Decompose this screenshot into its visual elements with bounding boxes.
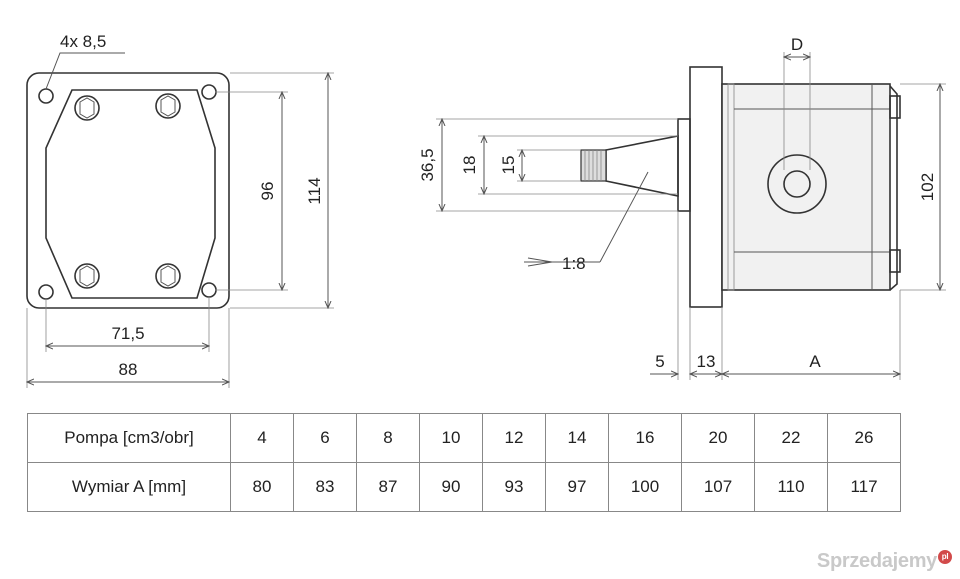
row-header-wymiar: Wymiar A [mm] [27,462,231,512]
dim-18-label: 18 [460,156,479,175]
table-cell: 4 [230,413,294,463]
side-flange [689,66,723,308]
pump-body-outline [45,89,216,299]
technical-drawing: 4x 8,5 96 114 71,5 88 [0,32,946,388]
watermark-badge: pl [938,550,952,564]
table-cell: 20 [681,413,755,463]
tapered-shaft [605,135,679,197]
mounting-hole [38,88,54,104]
table-cell: 110 [754,462,828,512]
hex-bolt [155,263,181,289]
rear-bolt [889,249,901,273]
table-cell: 87 [356,462,420,512]
mounting-hole [38,284,54,300]
side-view: D 36,5 18 15 1:8 102 [418,35,946,380]
table-cell: 10 [419,413,483,463]
table-cell: 117 [827,462,901,512]
taper-label: 1:8 [562,254,586,273]
hex-bolt [155,93,181,119]
holes-leader [45,52,125,90]
table-cell: 16 [608,413,682,463]
dim-5-label: 5 [655,352,664,371]
dim-D-label: D [791,35,803,54]
dim-71-5-label: 71,5 [111,324,144,343]
hex-bolt [74,263,100,289]
rear-bolt [889,95,901,119]
port-outer-circle [767,154,827,214]
table-cell: 107 [681,462,755,512]
port-inner-circle [783,170,811,198]
holes-label: 4x 8,5 [60,32,106,51]
dim-88-label: 88 [119,360,138,379]
table-cell: 83 [293,462,357,512]
table-cell: 12 [482,413,546,463]
table-cell: 8 [356,413,420,463]
front-view: 4x 8,5 96 114 71,5 88 [27,32,334,388]
side-pump-body [721,83,891,291]
table-cell: 6 [293,413,357,463]
table-row: Wymiar A [mm] 80 83 87 90 93 97 100 107 … [27,462,901,512]
dim-36-5-label: 36,5 [418,148,437,181]
pump-dimensions-table: Pompa [cm3/obr] 4 6 8 10 12 14 16 20 22 … [27,413,901,512]
dim-102-label: 102 [918,173,937,201]
side-spigot [677,118,691,212]
dim-114-label: 114 [305,177,324,204]
taper-symbol [527,257,553,267]
watermark-text: Sprzedajemy [816,550,937,572]
row-header-pompa: Pompa [cm3/obr] [27,413,231,463]
table-cell: 93 [482,462,546,512]
table-cell: 14 [545,413,609,463]
mounting-hole [201,282,217,298]
dim-13-label: 13 [697,352,716,371]
table-cell: 26 [827,413,901,463]
mounting-hole [201,84,217,100]
dim-15-label: 15 [499,156,518,175]
table-row: Pompa [cm3/obr] 4 6 8 10 12 14 16 20 22 … [27,413,901,463]
dim-96-label: 96 [258,182,277,201]
table-cell: 90 [419,462,483,512]
mounting-flange-outline [26,72,230,309]
table-cell: 100 [608,462,682,512]
table-cell: 22 [754,413,828,463]
table-cell: 97 [545,462,609,512]
dim-A-label: A [809,352,821,371]
table-cell: 80 [230,462,294,512]
hex-bolt [74,95,100,121]
